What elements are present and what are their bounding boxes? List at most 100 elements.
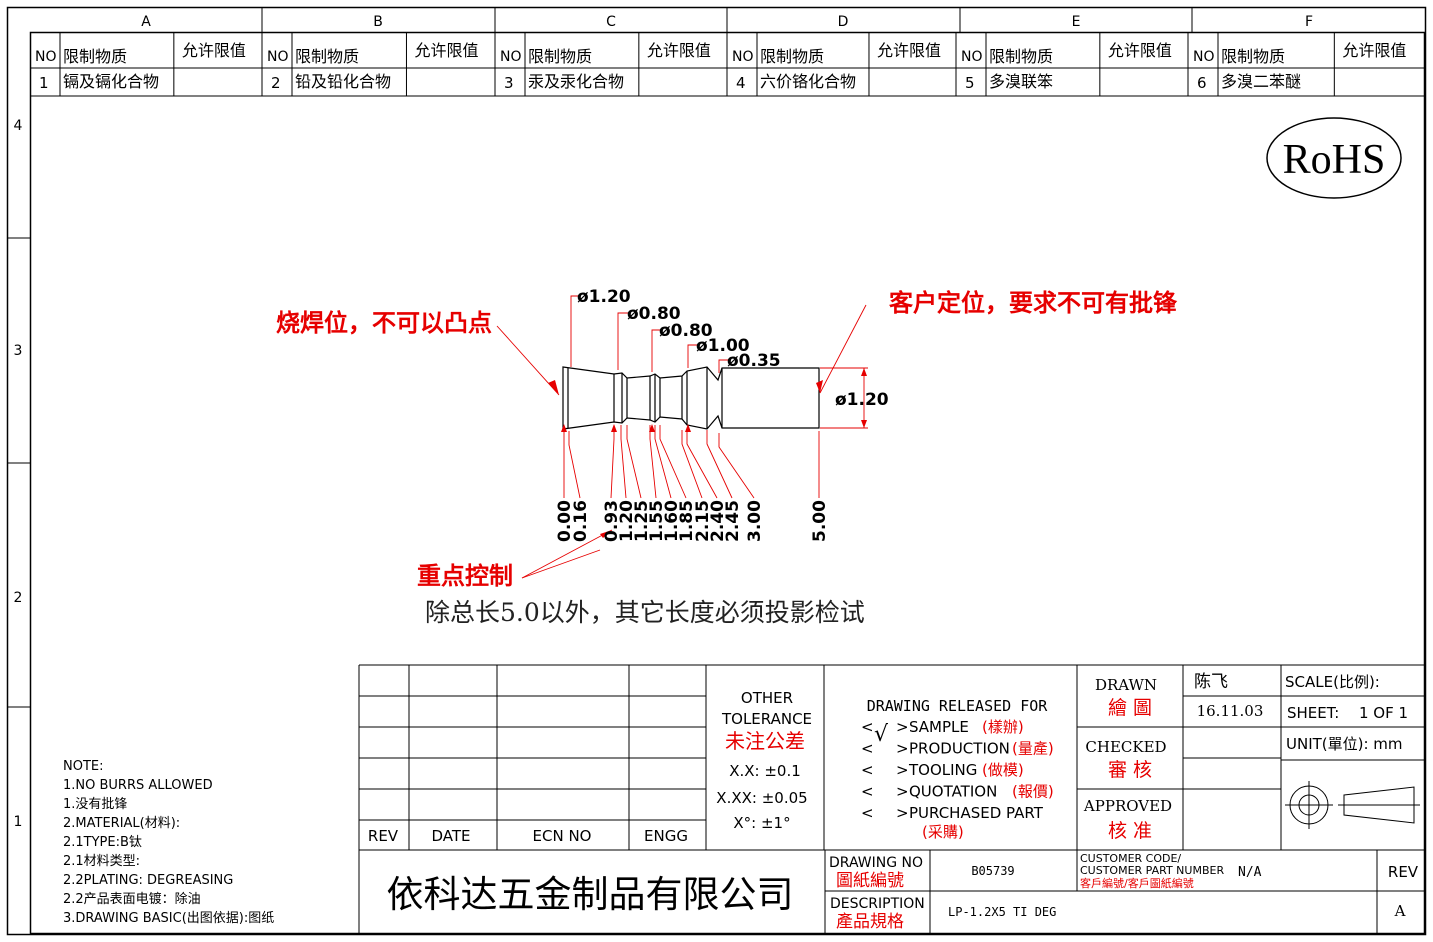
release-item-en: PURCHASED PART xyxy=(909,804,1044,822)
dim-position: 3.00 xyxy=(745,500,765,542)
rev-label: REV xyxy=(1388,863,1419,881)
desc-label: DESCRIPTION xyxy=(830,896,925,912)
dim-position: 1.85 xyxy=(677,500,697,542)
dim-position: 1.25 xyxy=(632,500,652,542)
grid-row-2: 2 xyxy=(14,590,23,606)
checked-label-cn: 審 核 xyxy=(1108,759,1152,781)
dim-dia-1: ø1.20 xyxy=(577,287,631,307)
substance-header-limit: 允许限值 xyxy=(877,41,941,60)
release-bracket-open: < xyxy=(861,804,874,822)
release-bracket-close: > xyxy=(896,718,909,736)
grid-col-f: F xyxy=(1305,14,1313,30)
note-projection: 除总长5.0以外，其它长度必须投影检试 xyxy=(425,598,865,627)
desc-label-cn: 產品規格 xyxy=(836,912,904,932)
release-bracket-open: < xyxy=(861,740,874,758)
grid-col-e: E xyxy=(1072,14,1081,30)
note-locate: 客户定位，要求不可有批锋 xyxy=(889,289,1178,317)
substance-header-no: NO xyxy=(732,49,754,65)
release-item-en: TOOLING xyxy=(908,761,977,779)
release-bracket-open: < xyxy=(861,783,874,801)
customer-label-1: CUSTOMER CODE/ xyxy=(1080,852,1181,865)
grid-col-c: C xyxy=(606,14,616,30)
projection-symbol-icon xyxy=(1285,781,1420,829)
dim-position: 2.45 xyxy=(723,500,743,542)
tolerance-xxx: X.XX: ±0.05 xyxy=(716,789,807,807)
sheet-label: SHEET: xyxy=(1287,704,1339,722)
substance-no: 5 xyxy=(965,74,975,92)
release-item-en: SAMPLE xyxy=(909,718,969,736)
tolerance-xx: X.X: ±0.1 xyxy=(729,762,801,780)
release-item-cn: (報價) xyxy=(1012,783,1054,801)
engg-header: ENGG xyxy=(644,827,688,845)
substance-header-limit: 允许限值 xyxy=(1342,41,1406,60)
dim-dia-5: ø0.35 xyxy=(727,351,781,371)
note-line: 2.MATERIAL(材料): xyxy=(63,816,180,831)
approved-label-cn: 核 准 xyxy=(1108,820,1152,842)
dim-dia-right: ø1.20 xyxy=(835,390,889,410)
release-bracket-close: > xyxy=(896,761,909,779)
note-line: 1.没有批锋 xyxy=(63,797,127,812)
dim-position: 0.93 xyxy=(602,500,622,542)
customer-label-cn: 客戶編號/客戶圖紙編號 xyxy=(1080,876,1194,890)
release-title: DRAWING RELEASED FOR xyxy=(867,697,1049,715)
tolerance-angle: X°: ±1° xyxy=(733,814,790,832)
grid-col-b: B xyxy=(373,14,383,30)
substance-header-no: NO xyxy=(1193,49,1215,65)
substance-header-limit: 允许限值 xyxy=(647,41,711,60)
sheet-value: 1 OF 1 xyxy=(1359,704,1408,722)
note-line: 1.NO BURRS ALLOWED xyxy=(63,778,213,793)
note-line: 2.1TYPE:B钛 xyxy=(63,835,142,850)
note-line: NOTE: xyxy=(63,759,104,774)
substance-header-name: 限制物质 xyxy=(295,47,359,66)
note-key: 重点控制 xyxy=(417,562,513,590)
part-profile xyxy=(562,366,820,430)
drawing-no-label: DRAWING NO xyxy=(829,855,923,871)
customer-label-2: CUSTOMER PART NUMBER xyxy=(1080,864,1224,877)
drawn-label: DRAWN xyxy=(1095,676,1157,694)
dim-dia-2: ø0.80 xyxy=(627,304,681,324)
release-item-en: PRODUCTION xyxy=(909,740,1010,758)
note-line: 2.2产品表面电镀：除油 xyxy=(63,891,201,907)
substance-header-limit: 允许限值 xyxy=(414,41,478,60)
release-bracket-open: < xyxy=(861,718,874,736)
note-weld: 烧焊位，不可以凸点 xyxy=(276,309,492,337)
substance-header-name: 限制物质 xyxy=(989,47,1053,66)
tolerance-title-1: OTHER xyxy=(741,689,793,707)
note-line: 2.2PLATING: DEGREASING xyxy=(63,873,233,888)
substance-header-name: 限制物质 xyxy=(1221,47,1285,66)
substance-no: 4 xyxy=(736,74,746,92)
substance-header-name: 限制物质 xyxy=(528,47,592,66)
tolerance-title-cn: 未注公差 xyxy=(725,729,805,753)
release-item-cn: (做模) xyxy=(982,761,1024,779)
customer-value: N/A xyxy=(1238,865,1262,880)
substance-name: 铅及铅化合物 xyxy=(295,72,391,91)
substance-header-name: 限制物质 xyxy=(760,47,824,66)
substance-header-no: NO xyxy=(500,49,522,65)
release-bracket-open: < xyxy=(861,761,874,779)
grid-row-4: 4 xyxy=(14,118,23,134)
substance-no: 6 xyxy=(1197,74,1207,92)
desc-value: LP-1.2X5 TI DEG xyxy=(948,905,1056,919)
grid-row-1: 1 xyxy=(14,814,23,830)
substance-header-name: 限制物质 xyxy=(63,47,127,66)
substance-name: 镉及镉化合物 xyxy=(63,72,159,91)
substance-header-limit: 允许限值 xyxy=(182,41,246,60)
tolerance-title-2: TOLERANCE xyxy=(721,710,812,728)
grid-col-a: A xyxy=(141,14,151,30)
release-item-cn: (采購) xyxy=(922,823,964,841)
release-item-cn: (樣辦) xyxy=(982,718,1024,736)
grid-row-3: 3 xyxy=(14,343,23,359)
release-item-en: QUOTATION xyxy=(909,783,997,801)
rev-value: A xyxy=(1394,902,1406,920)
substance-name: 多溴联笨 xyxy=(989,72,1053,91)
dim-position: 2.15 xyxy=(693,500,713,542)
company-name: 依科达五金制品有限公司 xyxy=(387,873,794,916)
dim-position: 1.20 xyxy=(617,500,637,542)
dim-dia-4: ø1.00 xyxy=(696,336,750,356)
dim-position: 0.00 xyxy=(555,500,575,542)
unit-label: UNIT(單位): mm xyxy=(1286,735,1403,753)
note-line: 3.DRAWING BASIC(出图依据):图纸 xyxy=(63,911,274,926)
date-header: DATE xyxy=(431,827,470,845)
grid-col-d: D xyxy=(838,14,849,30)
